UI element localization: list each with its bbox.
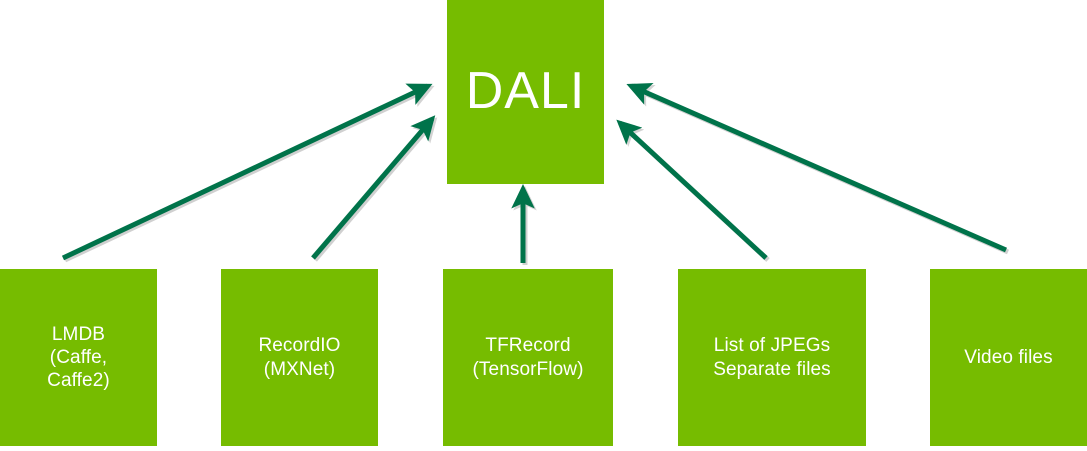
- source-box-video[interactable]: Video files: [930, 269, 1087, 446]
- arrow-shadow-recordio-to-dali: [313, 117, 438, 262]
- dali-hub-label: DALI: [465, 62, 586, 121]
- source-label-jpegs: List of JPEGs Separate files: [713, 335, 831, 380]
- source-label-recordio: RecordIO (MXNet): [258, 335, 341, 380]
- source-label-video: Video files: [964, 346, 1053, 368]
- dali-hub-box[interactable]: DALI: [447, 0, 604, 184]
- source-label-tfrecord: TFRecord (TensorFlow): [472, 335, 584, 380]
- source-label-lmdb: LMDB (Caffe, Caffe2): [47, 323, 110, 392]
- arrow-jpegs-to-dali: [616, 119, 768, 260]
- arrow-shadow-jpegs-to-dali: [618, 121, 770, 262]
- source-box-jpegs[interactable]: List of JPEGs Separate files: [678, 269, 866, 446]
- arrow-shadow-lmdb-to-dali: [63, 85, 435, 263]
- source-box-recordio[interactable]: RecordIO (MXNet): [221, 269, 378, 446]
- arrow-recordio-to-dali: [311, 115, 436, 260]
- arrow-shadow-video-to-dali: [628, 85, 1010, 255]
- source-box-lmdb[interactable]: LMDB (Caffe, Caffe2): [0, 269, 157, 446]
- arrow-lmdb-to-dali: [61, 83, 433, 261]
- source-box-tfrecord[interactable]: TFRecord (TensorFlow): [443, 269, 613, 446]
- arrow-video-to-dali: [626, 83, 1008, 253]
